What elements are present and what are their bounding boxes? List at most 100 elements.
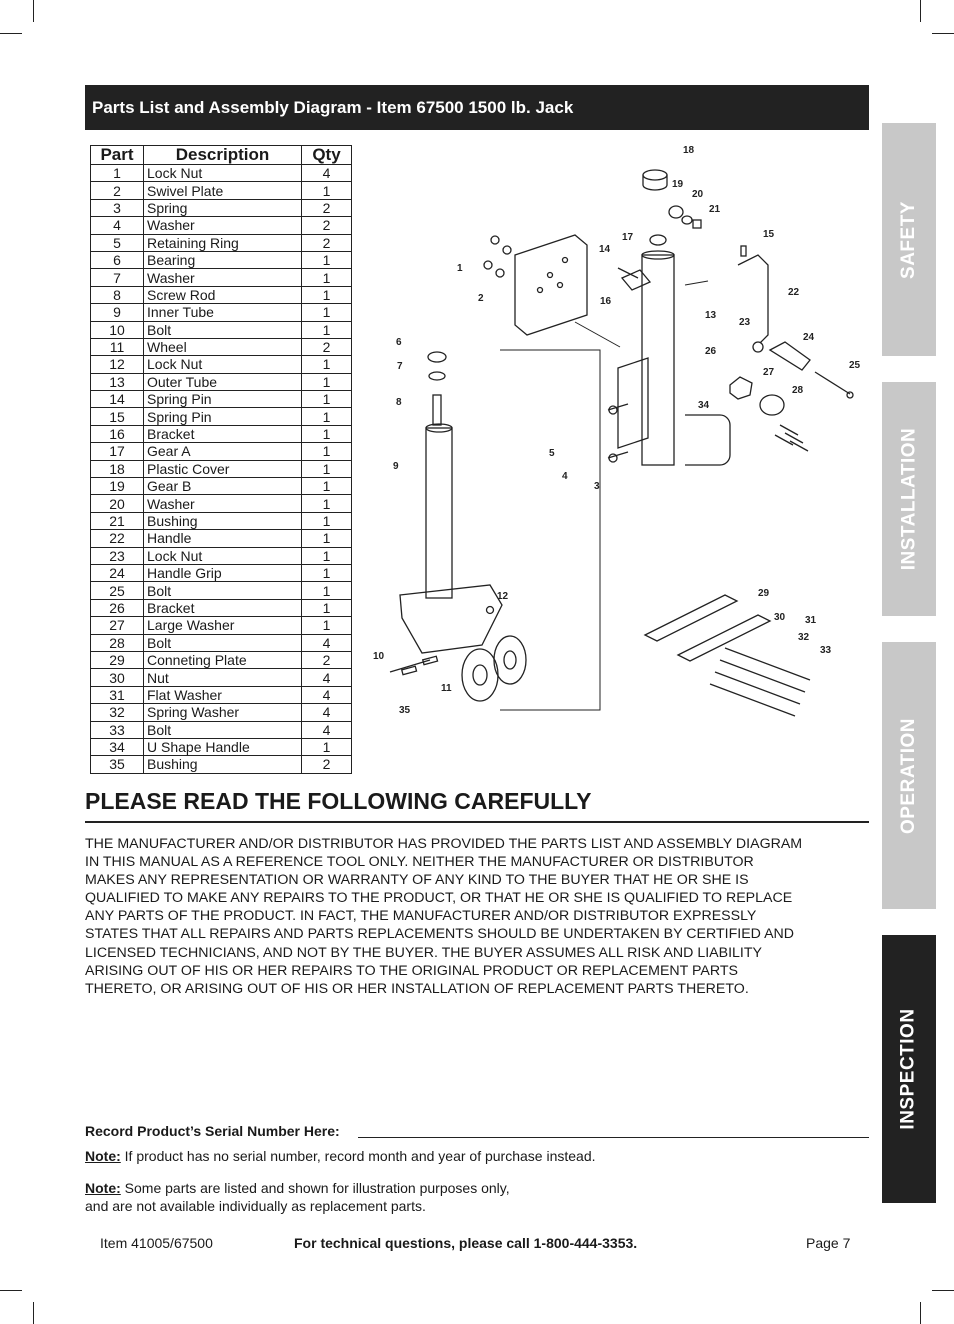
tab-safety[interactable]: SAFETY xyxy=(882,123,936,356)
qty-cell: 1 xyxy=(301,546,352,565)
diagram-callout: 6 xyxy=(396,337,402,348)
crop-mark xyxy=(33,0,34,22)
crop-mark xyxy=(0,1290,22,1291)
qty-cell: 1 xyxy=(301,616,352,635)
part-number-cell: 17 xyxy=(90,442,144,461)
qty-cell: 1 xyxy=(301,424,352,444)
footer-item: Item 41005/67500 xyxy=(100,1235,213,1251)
diagram-callout: 34 xyxy=(698,400,710,411)
qty-cell: 1 xyxy=(301,303,352,322)
part-number-cell: 23 xyxy=(90,546,144,565)
qty-cell: 1 xyxy=(301,563,352,583)
tab-operation[interactable]: OPERATION xyxy=(882,642,936,909)
qty-cell: 4 xyxy=(301,633,352,652)
qty-cell: 1 xyxy=(301,390,352,409)
crop-mark xyxy=(0,33,22,34)
description-cell: Plastic Cover xyxy=(143,459,302,479)
diagram-callout: 16 xyxy=(600,296,612,307)
qty-cell: 1 xyxy=(301,511,352,531)
part-number-cell: 30 xyxy=(90,668,144,687)
notice-line: IN THIS MANUAL AS A REFERENCE TOOL ONLY.… xyxy=(85,854,754,871)
notice-body: THE MANUFACTURER AND/OR DISTRIBUTOR HAS … xyxy=(85,835,855,998)
part-number-cell: 1 xyxy=(90,163,144,183)
diagram-callout: 20 xyxy=(692,189,704,200)
description-cell: Lock Nut xyxy=(143,546,302,565)
note-label: Note: xyxy=(85,1148,121,1164)
description-cell: Screw Rod xyxy=(143,285,302,305)
description-cell: Washer xyxy=(143,494,302,513)
footer-phone: For technical questions, please call 1-8… xyxy=(294,1235,638,1251)
diagram-callout: 23 xyxy=(739,317,751,328)
section-header: Parts List and Assembly Diagram - Item 6… xyxy=(85,85,869,130)
description-cell: Lock Nut xyxy=(143,355,302,374)
tab-inspection[interactable]: INSPECTION xyxy=(882,935,936,1203)
diagram-callout: 25 xyxy=(849,360,861,371)
note-text: and are not available individually as re… xyxy=(85,1198,426,1214)
note-text: If product has no serial number, record … xyxy=(124,1148,596,1164)
qty-cell: 2 xyxy=(301,216,352,235)
description-cell: Outer Tube xyxy=(143,372,302,392)
qty-cell: 1 xyxy=(301,372,352,392)
part-number-cell: 14 xyxy=(90,390,144,409)
qty-cell: 1 xyxy=(301,250,352,270)
diagram-callout: 19 xyxy=(672,179,684,190)
part-number-cell: 21 xyxy=(90,511,144,531)
qty-cell: 4 xyxy=(301,668,352,687)
part-number-cell: 32 xyxy=(90,703,144,722)
qty-cell: 2 xyxy=(301,233,352,252)
qty-cell: 4 xyxy=(301,720,352,739)
note-serial: Note: If product has no serial number, r… xyxy=(85,1148,596,1164)
description-cell: U Shape Handle xyxy=(143,737,302,757)
description-cell: Gear B xyxy=(143,477,302,496)
diagram-callout: 26 xyxy=(705,346,717,357)
part-number-cell: 26 xyxy=(90,598,144,618)
diagram-callout: 3 xyxy=(594,481,600,492)
notice-line: MAKES ANY REPRESENTATION OR WARRANTY OF … xyxy=(85,872,749,889)
qty-cell: 1 xyxy=(301,494,352,513)
diagram-callout: 13 xyxy=(705,310,717,321)
qty-cell: 1 xyxy=(301,598,352,618)
notice-line: STATES THAT ALL REPAIRS AND PARTS REPLAC… xyxy=(85,926,795,943)
serial-number-field[interactable] xyxy=(358,1137,869,1138)
tab-label: OPERATION xyxy=(898,717,920,834)
part-number-cell: 11 xyxy=(90,337,144,357)
diagram-callout: 5 xyxy=(549,448,555,459)
diagram-callout: 10 xyxy=(373,651,385,662)
page-number: Page 7 xyxy=(806,1235,851,1251)
diagram-callout: 8 xyxy=(396,397,402,408)
part-number-cell: 18 xyxy=(90,459,144,479)
part-number-cell: 12 xyxy=(90,355,144,374)
description-cell: Bolt xyxy=(143,633,302,652)
tab-label: INSTALLATION xyxy=(898,427,919,571)
qty-cell: 1 xyxy=(301,407,352,426)
qty-cell: 1 xyxy=(301,181,352,200)
description-cell: Bracket xyxy=(143,598,302,618)
diagram-callout: 31 xyxy=(805,615,817,626)
tab-installation[interactable]: INSTALLATION xyxy=(882,382,936,616)
notice-title: PLEASE READ THE FOLLOWING CAREFULLY xyxy=(85,788,869,823)
crop-mark xyxy=(33,1302,34,1324)
part-number-cell: 10 xyxy=(90,320,144,339)
diagram-callout: 12 xyxy=(497,591,509,602)
